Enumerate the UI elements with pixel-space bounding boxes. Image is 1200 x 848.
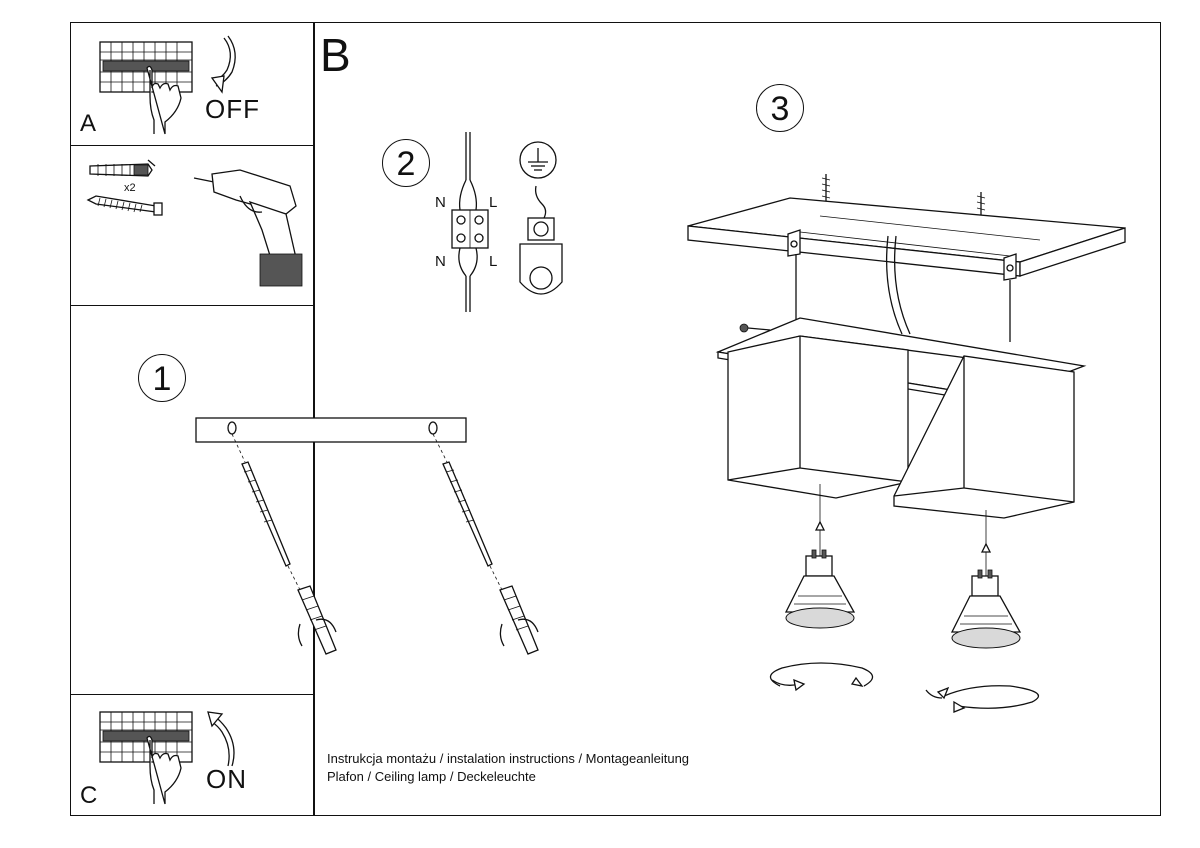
bulb-gu10-icon (784, 484, 856, 629)
arrow-up-icon (207, 711, 235, 767)
screw-icon (241, 461, 301, 591)
wall-plug-icon (499, 585, 539, 655)
rotate-arrow-icon (769, 662, 874, 692)
caption-line-1: Instrukcja montażu / instalation instruc… (327, 751, 690, 766)
wire-label-l-top: L (489, 194, 498, 211)
panel-c-letter: C (80, 782, 98, 809)
mounting-plate (195, 417, 467, 463)
lamp-body (715, 254, 1087, 519)
panel-a-letter: A (80, 110, 97, 137)
terminal-block-icon (451, 132, 489, 312)
earth-ground-icon (519, 141, 563, 295)
step-1-badge: 1 (138, 354, 186, 402)
power-off-label: OFF (205, 94, 260, 124)
wall-plug-icon (297, 585, 337, 655)
screw-icon (739, 323, 771, 333)
step-3-badge: 3 (756, 84, 804, 132)
power-on-label: ON (206, 764, 247, 794)
wire-label-l-bottom: L (489, 253, 498, 270)
bulb-gu10-icon (950, 510, 1022, 649)
rotate-arrow-icon (925, 685, 1039, 713)
wall-plug-icon (89, 159, 156, 177)
wire-label-n-bottom: N (435, 253, 446, 270)
hand-icon (146, 735, 182, 805)
hand-icon (146, 65, 182, 135)
arrow-down-icon (210, 35, 236, 94)
instruction-sheet-frame (70, 22, 1161, 816)
step-2-badge: 2 (382, 139, 430, 187)
drill-icon (193, 169, 303, 287)
screw-icon (86, 195, 163, 216)
screw-icon (442, 461, 503, 591)
circuit-breaker-icon (99, 41, 193, 93)
dowel-quantity-label: x2 (124, 182, 136, 194)
caption-line-2: Plafon / Ceiling lamp / Deckeleuchte (327, 769, 536, 784)
circuit-breaker-icon (99, 711, 193, 763)
power-cable (886, 235, 911, 335)
wire-label-n-top: N (435, 194, 446, 211)
section-b-letter: B (320, 29, 351, 81)
ceiling-mounting-plate (687, 174, 1126, 281)
